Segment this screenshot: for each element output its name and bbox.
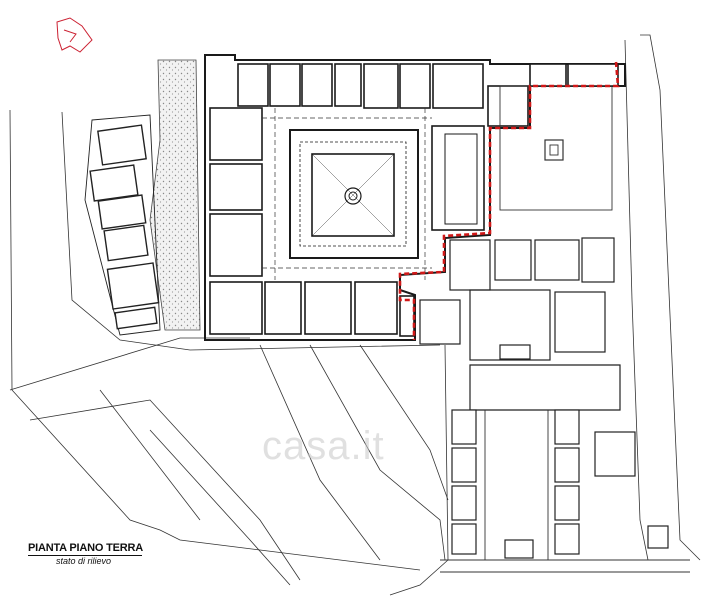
plan-title: PIANTA PIANO TERRA xyxy=(28,542,143,554)
arcade-cells xyxy=(451,409,669,559)
interior-lines xyxy=(262,108,432,280)
north-rooms xyxy=(237,63,619,127)
plan-subtitle: stato di rilievo xyxy=(56,556,112,566)
property-boundary xyxy=(398,61,620,340)
cloister-courtyard xyxy=(289,129,419,259)
southeast-complex xyxy=(419,237,621,411)
left-wing-rooms xyxy=(84,114,161,336)
west-rooms xyxy=(209,107,263,335)
gravel-strip xyxy=(149,59,201,331)
title-underline xyxy=(28,555,142,556)
site-outline xyxy=(9,34,701,596)
east-rooms xyxy=(431,125,485,231)
central-corridor xyxy=(440,410,690,573)
south-rooms xyxy=(264,281,415,337)
logo-mark xyxy=(56,17,93,53)
east-garden xyxy=(499,85,613,211)
watermark: casa.it xyxy=(262,424,385,468)
